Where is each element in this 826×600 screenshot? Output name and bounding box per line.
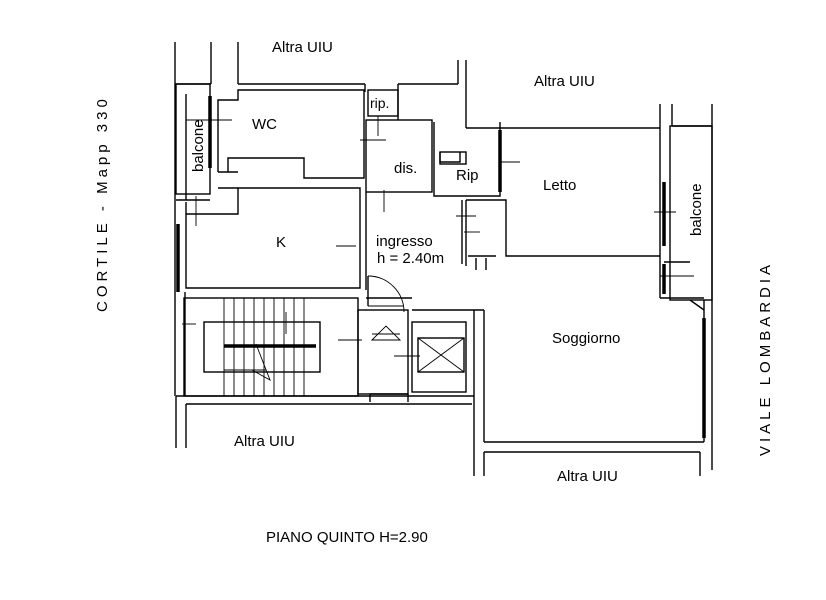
- room-dis-label: dis.: [394, 160, 417, 177]
- neighbour-bottom-left-label: Altra UIU: [234, 433, 295, 450]
- wc-walls: [210, 89, 365, 189]
- letto-walls: [464, 128, 676, 298]
- side-label-viale: VIALE LOMBARDIA: [757, 261, 774, 456]
- entrance-door: [367, 275, 405, 313]
- landing-and-lift: [357, 309, 467, 402]
- balcone-right-walls: [660, 125, 713, 311]
- neighbour-bottom-right-label: Altra UIU: [557, 468, 618, 485]
- room-letto-label: Letto: [543, 177, 576, 194]
- room-ingresso-label: ingresso: [376, 233, 433, 250]
- room-rip-label: Rip: [456, 167, 479, 184]
- soggiorno-walls: [412, 309, 484, 396]
- floor-caption: PIANO QUINTO H=2.90: [266, 529, 428, 546]
- side-label-cortile: CORTILE - Mapp 330: [94, 95, 111, 312]
- balcone-right-label: balcone: [688, 183, 705, 236]
- staircase: [182, 297, 362, 397]
- neighbour-top-right-label: Altra UIU: [534, 73, 595, 90]
- room-height-label: h = 2.40m: [377, 250, 444, 267]
- rip-walls: [433, 122, 520, 197]
- room-k-label: K: [276, 234, 286, 251]
- kitchen-walls: [185, 187, 361, 289]
- hall-walls: [360, 89, 476, 299]
- room-wc-label: WC: [252, 116, 277, 133]
- neighbour-top-left-label: Altra UIU: [272, 39, 333, 56]
- balcone-left-walls: [175, 83, 232, 226]
- outer-walls: [174, 42, 713, 476]
- room-soggiorno-label: Soggiorno: [552, 330, 620, 347]
- balcone-left-label: balcone: [190, 119, 207, 172]
- room-rip-top-label: rip.: [370, 95, 389, 111]
